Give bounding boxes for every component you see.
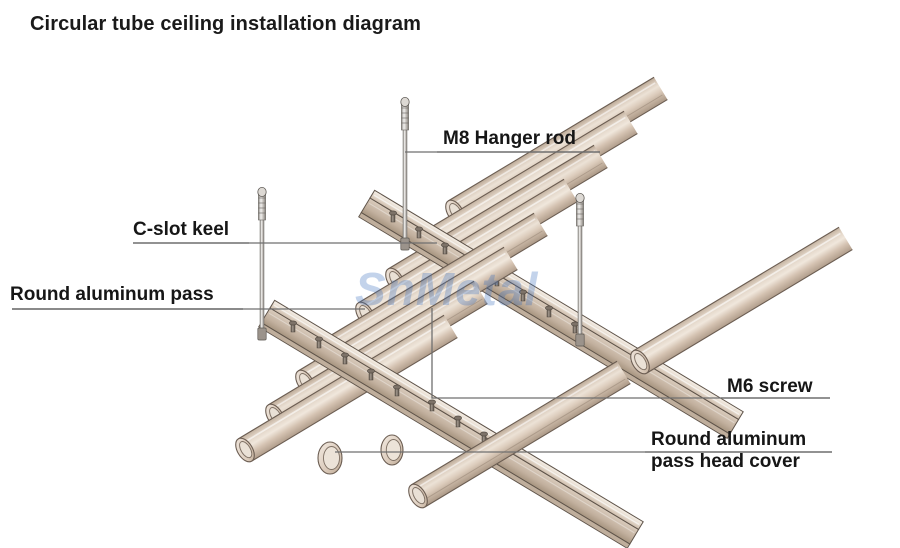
callout-label-head-cover: Round aluminum pass head cover: [651, 429, 851, 474]
round-aluminum-pass-head-cover: [317, 441, 343, 475]
page-title: Circular tube ceiling installation diagr…: [30, 13, 421, 35]
callout-label-c-slot-keel: C-slot keel: [133, 219, 230, 240]
leader-line-m6-screw: [431, 308, 721, 399]
round-aluminum-pass-head-cover: [380, 434, 404, 466]
callout-underlines: [12, 151, 832, 453]
callout-label-round-aluminum-pass: Round aluminum pass: [10, 284, 214, 305]
callout-label-head-cover-line2: pass head cover: [651, 451, 800, 473]
round-aluminum-tube: [404, 360, 632, 512]
callout-label-m8-hanger-rod: M8 Hanger rod: [443, 128, 577, 149]
callout-label-head-cover-line1: Round aluminum: [651, 429, 807, 450]
round-aluminum-tube: [626, 226, 854, 378]
round-aluminum-pass-head-cover-group: [317, 434, 404, 475]
callout-label-m6-screw: M6 screw: [727, 376, 813, 397]
